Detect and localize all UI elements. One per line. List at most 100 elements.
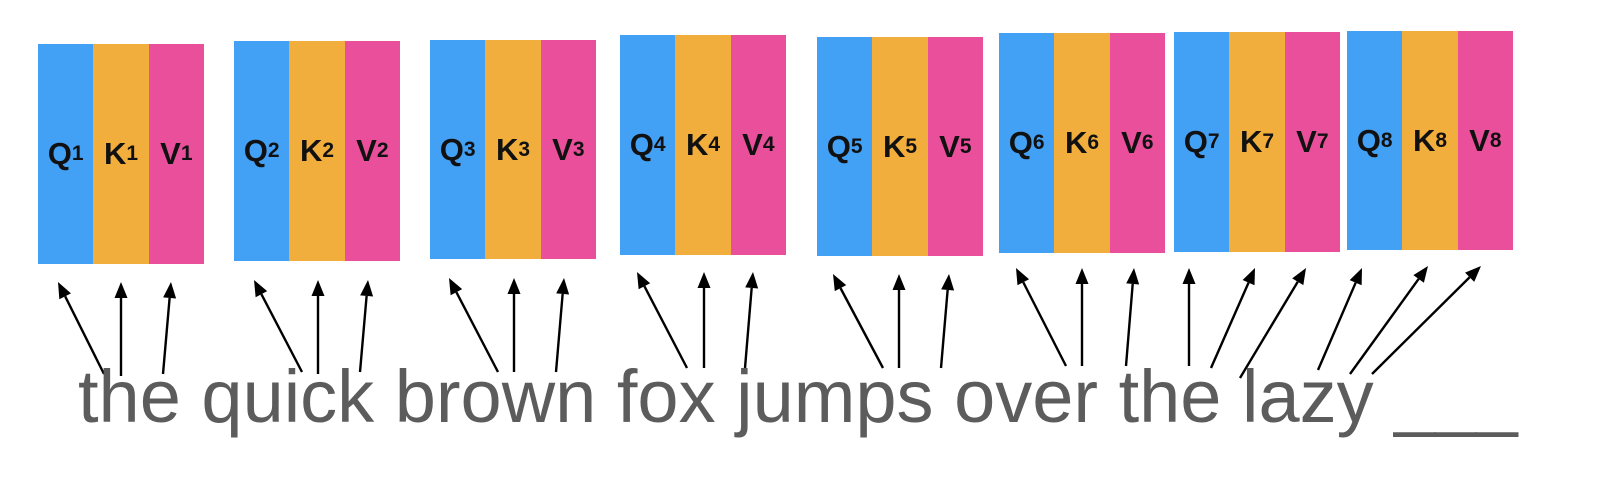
value-letter: V [939, 128, 960, 164]
arrow-23 [1349, 266, 1428, 375]
arrow-shaft [1238, 281, 1299, 379]
arrow-7 [449, 278, 500, 373]
token-index: 2 [322, 139, 335, 162]
token-index: 2 [376, 139, 389, 162]
token-index: 2 [267, 139, 280, 162]
arrow-head [1292, 268, 1306, 286]
token-index: 8 [1435, 128, 1448, 152]
key-letter: K [1412, 122, 1436, 158]
arrow-shaft [1371, 276, 1471, 375]
arrow-shaft [260, 293, 304, 373]
arrow-head [1016, 268, 1030, 286]
arrow-19 [1182, 268, 1196, 366]
arrow-20 [1209, 268, 1255, 369]
arrow-head [114, 282, 128, 298]
arrow-16 [1016, 268, 1068, 367]
key-letter: K [299, 133, 323, 168]
token-index: 4 [708, 133, 721, 156]
arrow-1 [58, 282, 106, 375]
arrow-12 [743, 272, 759, 369]
arrow-head [254, 280, 268, 298]
token-index: 5 [905, 134, 918, 158]
value-letter: V [160, 136, 181, 171]
key-letter: K [1064, 125, 1088, 160]
arrow-head [1075, 268, 1089, 284]
arrow-head [1465, 266, 1481, 282]
query-letter: Q [629, 127, 654, 162]
arrow-head [941, 274, 955, 291]
arrow-shaft [1349, 278, 1420, 375]
arrow-head [58, 282, 71, 300]
arrow-head [556, 278, 570, 295]
value-letter: V [1469, 122, 1490, 158]
query-letter: Q [243, 133, 268, 168]
arrow-shaft [64, 295, 106, 375]
arrow-shaft [1209, 282, 1250, 369]
key-letter: K [103, 136, 127, 171]
arrow-shaft [939, 289, 949, 369]
arrow-head [1349, 268, 1362, 286]
arrow-shaft [643, 285, 689, 369]
value-letter: V [1296, 124, 1317, 159]
token-index: 6 [1087, 131, 1100, 154]
arrow-22 [1316, 268, 1362, 371]
token-index: 4 [653, 133, 666, 156]
query-letter: Q [1008, 125, 1033, 160]
arrow-10 [637, 272, 689, 369]
value-letter: V [742, 127, 763, 162]
arrow-head [1126, 268, 1140, 285]
token-index: 7 [1316, 130, 1329, 153]
arrow-head [833, 274, 847, 292]
arrow-shaft [161, 297, 171, 375]
token-index: 6 [1141, 131, 1154, 154]
arrow-shaft [554, 293, 564, 373]
token-index: 3 [518, 137, 531, 161]
key-letter: K [1239, 124, 1263, 159]
arrow-head [892, 274, 906, 290]
arrow-head [1242, 268, 1255, 286]
arrow-head [745, 272, 759, 289]
token-index: 7 [1207, 130, 1220, 153]
arrow-5 [311, 280, 325, 374]
key-letter: K [882, 128, 906, 164]
token-index: 6 [1032, 131, 1045, 154]
arrow-head [507, 278, 521, 294]
token-index: 8 [1489, 128, 1502, 152]
arrow-shaft [455, 291, 500, 373]
arrow-21 [1238, 268, 1306, 379]
arrow-15 [939, 274, 955, 369]
key-letter: K [495, 131, 519, 167]
arrow-18 [1124, 268, 1140, 367]
arrow-head [311, 280, 325, 296]
token-index: 5 [850, 134, 863, 158]
token-index: 7 [1262, 130, 1275, 153]
query-letter: Q [47, 136, 72, 171]
